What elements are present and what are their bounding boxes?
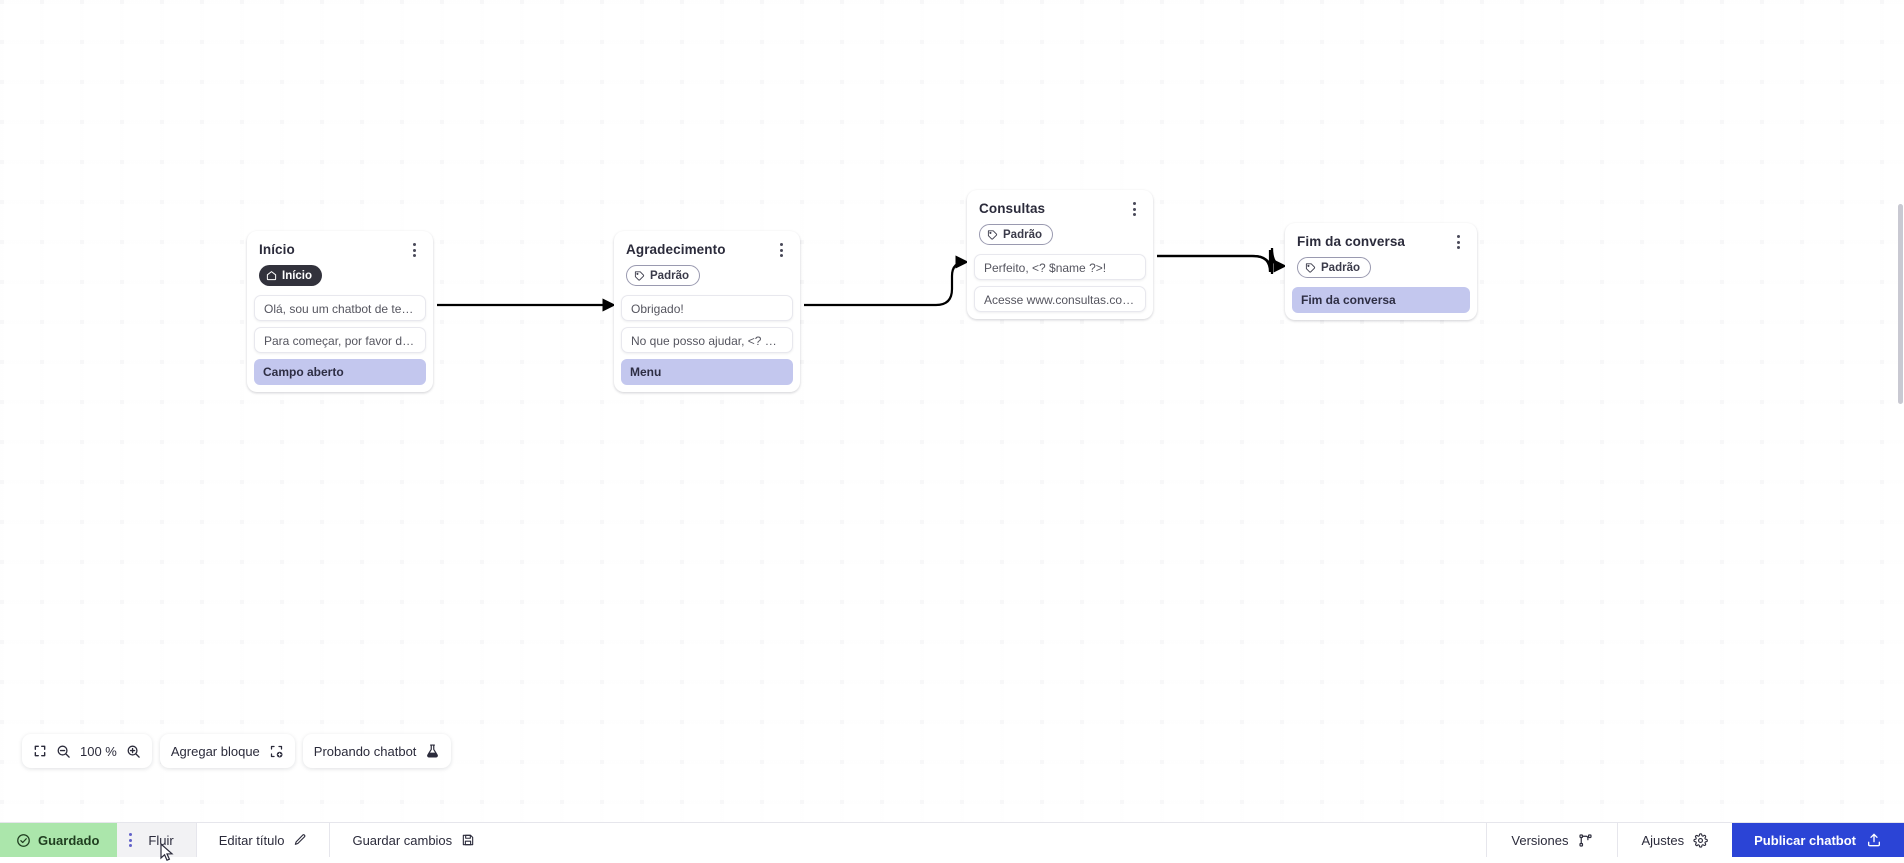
edge-consultas-fim-curve (1157, 248, 1284, 274)
node-badge-row: Início (247, 258, 433, 295)
node-header: Agradecimento (614, 231, 800, 258)
branch-icon (1578, 833, 1593, 848)
node-badge-label: Padrão (1003, 229, 1042, 241)
saved-label: Guardado (38, 833, 99, 848)
node-menu-button[interactable] (1126, 199, 1142, 219)
gear-icon (1693, 833, 1708, 848)
flow-node-inicio[interactable]: Início Início Olá, sou um chatbot de tes… (247, 231, 433, 392)
canvas-toolbar: 100 % Agregar bloque (22, 734, 451, 768)
node-message[interactable]: No que posso ajudar, <? $name ... (621, 327, 793, 353)
test-chatbot-button[interactable]: Probando chatbot (314, 743, 441, 759)
flow-tab[interactable]: Fluir (117, 823, 196, 857)
zoom-in-icon[interactable] (126, 744, 141, 759)
node-badge-row: Padrão (967, 217, 1153, 254)
node-body: Perfeito, <? $name ?>! Acesse www.consul… (967, 254, 1153, 312)
node-badge-label: Início (282, 270, 312, 282)
versions-label: Versiones (1511, 833, 1568, 848)
home-icon (266, 270, 277, 281)
publish-chatbot-button[interactable]: Publicar chatbot (1732, 823, 1904, 857)
flask-icon (425, 743, 440, 759)
node-option[interactable]: Fim da conversa (1292, 287, 1470, 313)
flow-node-agradecimento[interactable]: Agradecimento Padrão Obrigado! No que po… (614, 231, 800, 392)
node-badge-row: Padrão (1285, 250, 1477, 287)
node-menu-button[interactable] (406, 240, 422, 260)
versions-button[interactable]: Versiones (1486, 823, 1616, 857)
save-changes-button[interactable]: Guardar cambios (330, 823, 497, 857)
node-menu-button[interactable] (773, 240, 789, 260)
pencil-icon (293, 833, 307, 847)
fit-screen-icon[interactable] (33, 744, 47, 758)
add-block-group[interactable]: Agregar bloque (160, 734, 295, 768)
settings-button[interactable]: Ajustes (1617, 823, 1733, 857)
tag-icon (987, 229, 998, 240)
tag-icon (634, 270, 645, 281)
node-title: Fim da conversa (1297, 234, 1465, 250)
zoom-controls: 100 % (22, 734, 152, 768)
add-block-icon (269, 744, 284, 759)
node-badge-inicio[interactable]: Início (259, 265, 322, 286)
node-menu-button[interactable] (1450, 232, 1466, 252)
node-badge-label: Padrão (1321, 262, 1360, 274)
node-option[interactable]: Menu (621, 359, 793, 385)
settings-label: Ajustes (1642, 833, 1685, 848)
tag-icon (1305, 262, 1316, 273)
node-body: Olá, sou um chatbot de teste! Para começ… (247, 295, 433, 385)
flow-canvas[interactable]: Início Início Olá, sou um chatbot de tes… (0, 0, 1904, 822)
floppy-disk-icon (461, 833, 475, 847)
test-chatbot-label: Probando chatbot (314, 744, 417, 759)
edge-layer (0, 0, 1904, 822)
zoom-level-label: 100 % (80, 744, 117, 759)
node-option[interactable]: Campo aberto (254, 359, 426, 385)
add-block-button[interactable]: Agregar bloque (171, 744, 284, 759)
node-title: Consultas (979, 201, 1141, 217)
edit-title-button[interactable]: Editar título (197, 823, 331, 857)
node-body: Fim da conversa (1285, 287, 1477, 313)
vertical-scroll-thumb[interactable] (1898, 204, 1903, 404)
node-header: Consultas (967, 190, 1153, 217)
node-badge-padrao[interactable]: Padrão (626, 265, 700, 286)
node-header: Início (247, 231, 433, 258)
test-chatbot-group[interactable]: Probando chatbot (303, 734, 452, 768)
node-message[interactable]: Para começar, por favor digite o ... (254, 327, 426, 353)
flow-node-fim-da-conversa[interactable]: Fim da conversa Padrão Fim da conversa (1285, 223, 1477, 320)
node-badge-padrao[interactable]: Padrão (1297, 257, 1371, 278)
status-bar-right: Versiones Ajustes Publicar chatbot (1486, 823, 1904, 857)
edge-consultas-fim (1157, 250, 1284, 272)
node-badge-row: Padrão (614, 258, 800, 295)
save-changes-label: Guardar cambios (352, 833, 452, 848)
publish-label: Publicar chatbot (1754, 833, 1856, 848)
edit-title-label: Editar título (219, 833, 285, 848)
node-badge-padrao[interactable]: Padrão (979, 224, 1053, 245)
node-header: Fim da conversa (1285, 223, 1477, 250)
node-badge-label: Padrão (650, 270, 689, 282)
node-title: Início (259, 242, 421, 258)
flow-node-consultas[interactable]: Consultas Padrão Perfeito, <? $name ?>! … (967, 190, 1153, 319)
node-message[interactable]: Olá, sou um chatbot de teste! (254, 295, 426, 321)
upload-icon (1866, 832, 1882, 848)
zoom-out-icon[interactable] (56, 744, 71, 759)
node-message[interactable]: Obrigado! (621, 295, 793, 321)
node-title: Agradecimento (626, 242, 788, 258)
flow-tab-label: Fluir (148, 833, 173, 848)
node-message[interactable]: Perfeito, <? $name ?>! (974, 254, 1146, 280)
node-message[interactable]: Acesse www.consultas.com par... (974, 286, 1146, 312)
edge-agradecimento-consultas (804, 262, 966, 305)
canvas-vertical-scrollbar[interactable] (1898, 0, 1904, 822)
more-vertical-icon[interactable] (129, 833, 132, 847)
status-bar: Guardado Fluir Editar título Guardar cam… (0, 822, 1904, 857)
add-block-label: Agregar bloque (171, 744, 260, 759)
check-circle-icon (16, 833, 31, 848)
saved-status-badge: Guardado (0, 823, 117, 857)
node-body: Obrigado! No que posso ajudar, <? $name … (614, 295, 800, 385)
